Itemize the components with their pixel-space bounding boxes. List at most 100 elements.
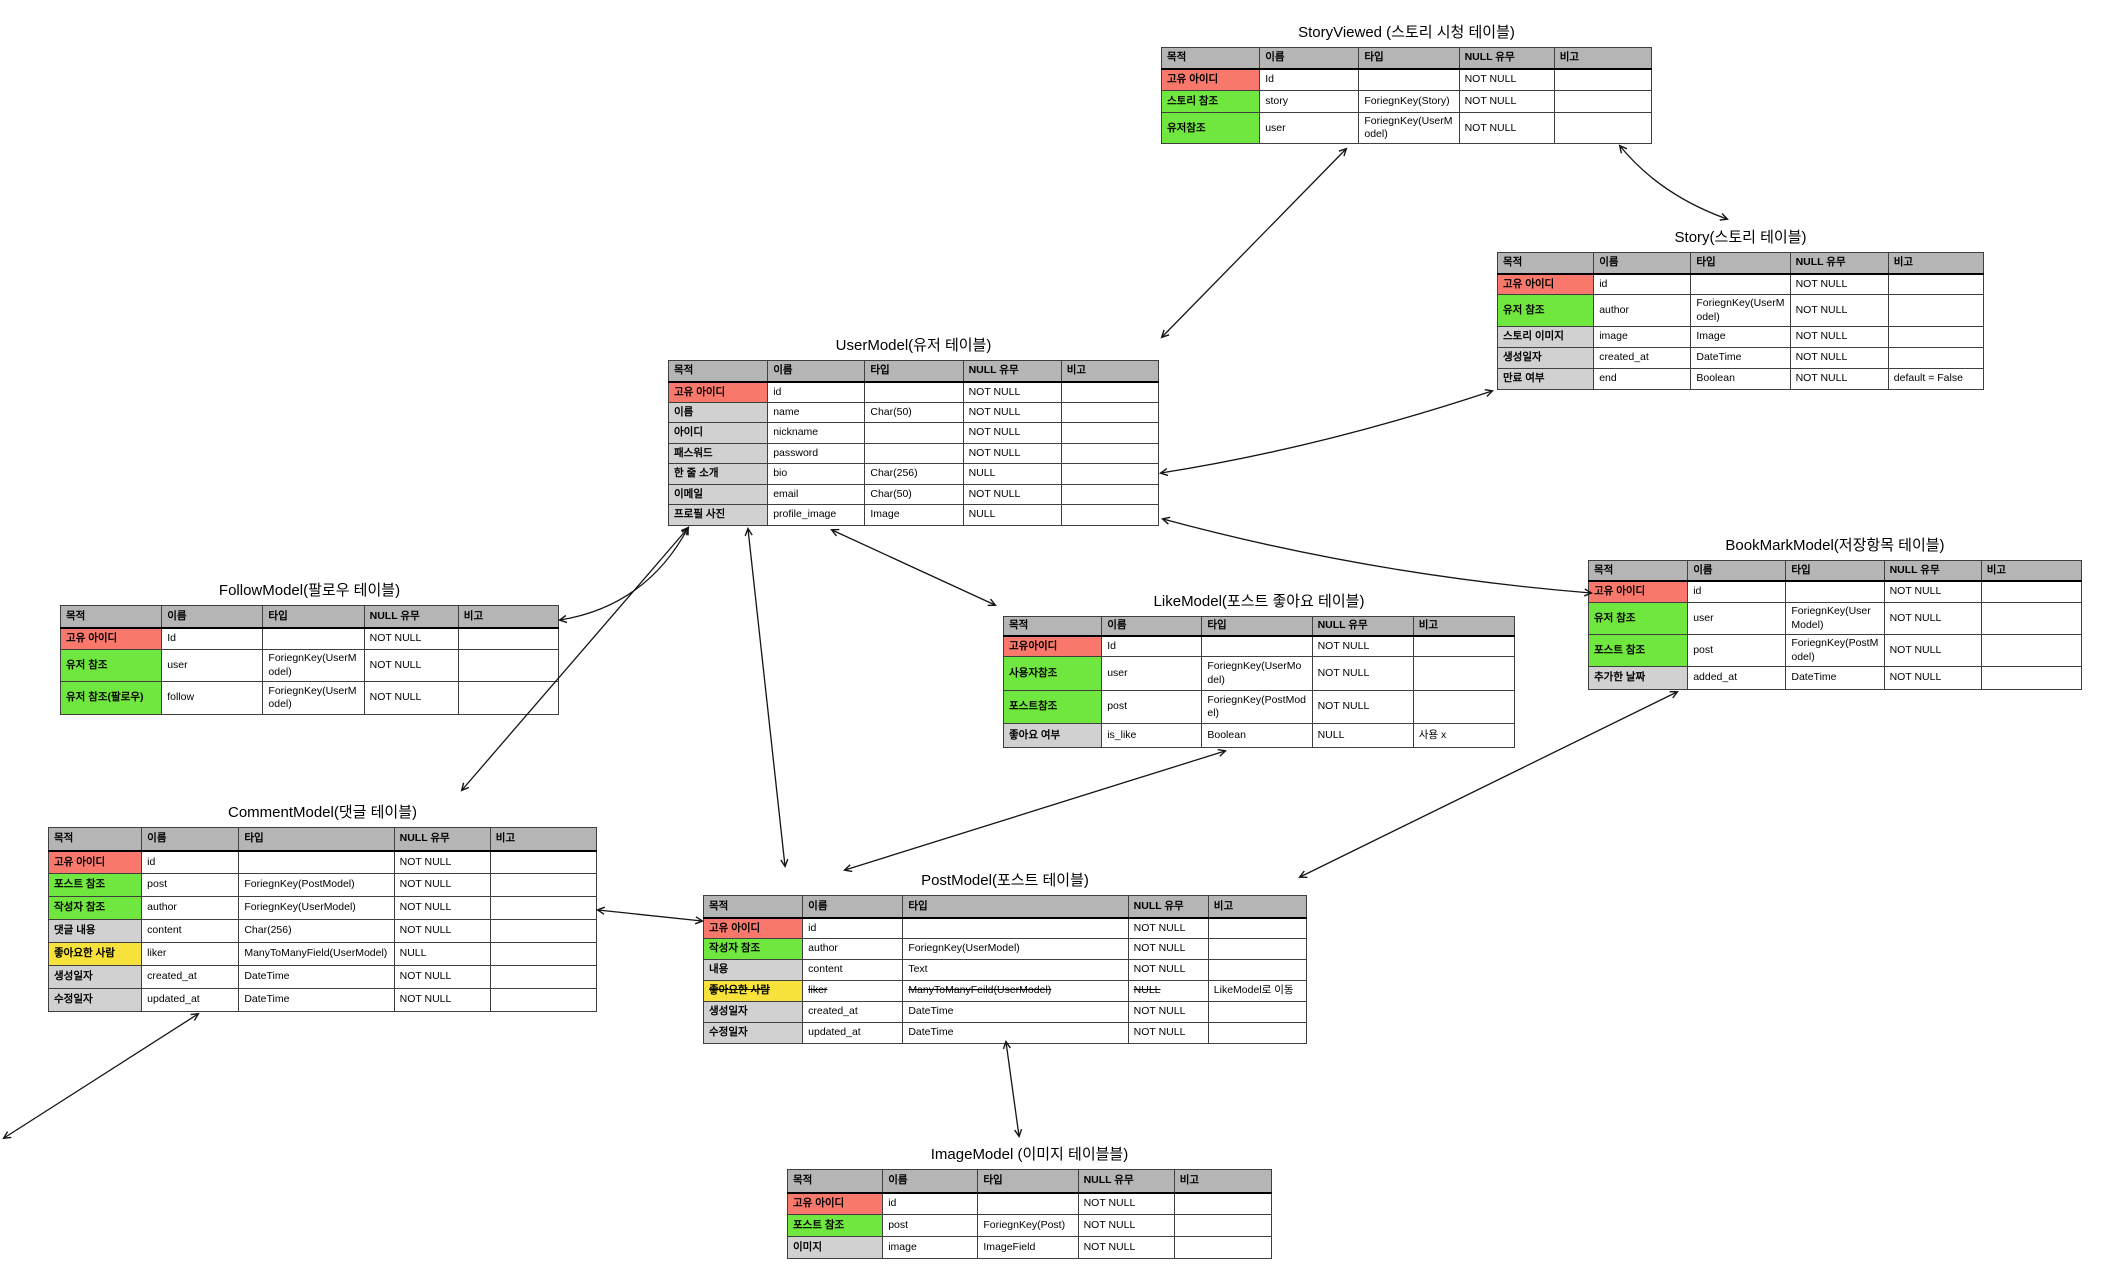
cell-purpose: 생성일자 — [702, 1001, 804, 1023]
column-header: NULL 유무 — [363, 605, 459, 629]
cell-type: ForiegnKey(UserModel) — [1785, 602, 1885, 635]
cell-note: default = False — [1887, 368, 1985, 390]
cell-purpose: 추가한 날짜 — [1587, 666, 1689, 690]
connector-usermodel-storyviewed[interactable] — [1160, 147, 1348, 339]
cell-note — [1060, 504, 1160, 526]
column-header: NULL 유무 — [962, 360, 1062, 383]
cell-purpose: 프로필 사진 — [667, 504, 769, 526]
cell-note — [1887, 294, 1985, 327]
table-title: FollowModel(팔로우 테이블) — [218, 582, 401, 599]
column-header: 목적 — [1496, 252, 1595, 275]
cell-purpose: 좋아요한 사람 — [702, 980, 804, 1002]
connector-usermodel-likemodel[interactable] — [830, 528, 997, 607]
cell-purpose: 고유 아이디 — [1587, 580, 1689, 603]
connector-commentmodel-offcanvas[interactable] — [2, 1012, 200, 1140]
column-header: 목적 — [786, 1169, 884, 1194]
cell-note — [1060, 443, 1160, 464]
cell-type — [1785, 580, 1885, 603]
cell-note — [1553, 68, 1653, 91]
column-header: 비고 — [1553, 47, 1653, 70]
cell-null: NOT NULL — [1458, 111, 1555, 145]
cell-type: ForiegnKey(Story) — [1358, 90, 1460, 113]
connector-usermodel-bookmarkmodel[interactable] — [1161, 516, 1594, 597]
cell-null: NOT NULL — [1789, 368, 1889, 390]
column-header: 이름 — [161, 605, 264, 629]
cell-name: Id — [1259, 68, 1360, 91]
cell-purpose: 유저 참조 — [1496, 294, 1595, 327]
cell-note — [1887, 326, 1985, 348]
column-header: 이름 — [802, 895, 904, 919]
connector-usermodel-story[interactable] — [1158, 389, 1494, 477]
column-header: 타입 — [238, 827, 395, 852]
cell-purpose: 스토리 참조 — [1160, 90, 1261, 113]
cell-purpose: 고유 아이디 — [59, 627, 163, 650]
column-header: 비고 — [1207, 895, 1308, 919]
connector-usermodel-postmodel[interactable] — [744, 526, 789, 869]
cell-null: NOT NULL — [1789, 347, 1889, 369]
cell-purpose: 고유 아이디 — [1160, 68, 1261, 91]
table-title: StoryViewed (스토리 시청 테이블) — [1298, 24, 1515, 41]
cell-purpose: 포스트 참조 — [1587, 634, 1689, 667]
cell-name: content — [802, 959, 904, 981]
cell-type: ManyToManyField(UserModel) — [238, 942, 395, 966]
cell-note — [489, 896, 598, 920]
cell-type: Text — [902, 959, 1129, 981]
connector-postmodel-likemodel[interactable] — [843, 748, 1227, 873]
column-header: 비고 — [457, 605, 560, 629]
cell-note — [1173, 1236, 1273, 1259]
cell-note — [1173, 1192, 1273, 1215]
table-title: UserModel(유저 테이블) — [835, 337, 992, 354]
cell-type: Image — [1690, 326, 1791, 348]
cell-note — [1412, 656, 1516, 691]
cell-null: NOT NULL — [1458, 90, 1555, 113]
cell-purpose: 작성자 참조 — [47, 896, 143, 920]
cell-name: user — [1259, 111, 1360, 145]
cell-note — [457, 681, 560, 715]
cell-type: ForiegnKey(UserModel) — [1690, 294, 1791, 327]
cell-null: NOT NULL — [962, 443, 1062, 464]
cell-note: 사용 x — [1412, 723, 1516, 748]
cell-type: ForiegnKey(PostModel) — [238, 873, 395, 897]
connector-postmodel-imagemodel[interactable] — [1002, 1039, 1023, 1139]
cell-null: NOT NULL — [393, 850, 491, 874]
column-header: NULL 유무 — [393, 827, 491, 852]
cell-name: user — [1687, 602, 1787, 635]
cell-null: NOT NULL — [962, 484, 1062, 505]
cell-note — [1980, 580, 2083, 603]
cell-name: updated_at — [802, 1022, 904, 1044]
cell-name: name — [767, 402, 866, 423]
connector-storyviewed-story[interactable] — [1618, 144, 1729, 221]
connector-commentmodel-postmodel[interactable] — [595, 906, 705, 925]
cell-name: id — [141, 850, 240, 874]
connector-usermodel-followmodel[interactable] — [557, 526, 689, 624]
cell-type — [238, 850, 395, 874]
cell-purpose: 생성일자 — [47, 965, 143, 989]
cell-purpose: 고유 아이디 — [667, 381, 769, 403]
cell-type: ForiegnKey(UserModel) — [238, 896, 395, 920]
cell-purpose: 작성자 참조 — [702, 938, 804, 960]
